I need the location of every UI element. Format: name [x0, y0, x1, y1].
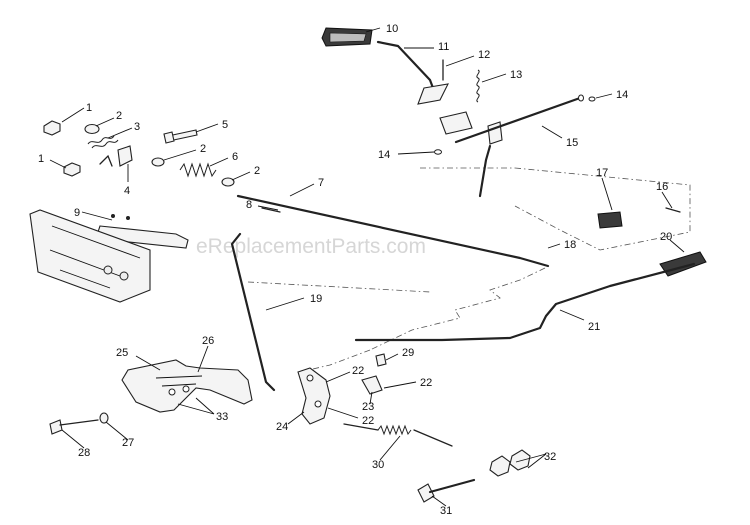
upper-lever-part [376, 40, 449, 105]
frame-plate [29, 209, 151, 303]
washer-2b [151, 157, 165, 167]
callout-32: 32 [544, 451, 556, 463]
callout-2c: 2 [254, 165, 260, 177]
pivot-bracket-part [439, 111, 503, 145]
callout-22c: 22 [362, 415, 374, 427]
callout-3: 3 [134, 121, 140, 133]
callout-labels: 1 2 3 5 1 2 6 2 4 9 10 11 12 13 14 14 15… [38, 23, 672, 517]
callout-2a: 2 [116, 110, 122, 122]
callout-7: 7 [318, 177, 324, 189]
switch-block-17 [597, 211, 623, 229]
shaft-part-15 [434, 94, 596, 155]
hook-link [99, 154, 113, 167]
bolt-16 [665, 207, 681, 213]
pivot-bolt-5 [163, 129, 198, 144]
callout-13: 13 [510, 69, 522, 81]
callout-23: 23 [362, 401, 374, 413]
callout-22b: 22 [420, 377, 432, 389]
callout-30: 30 [372, 459, 384, 471]
callout-9: 9 [74, 207, 80, 219]
callout-16: 16 [656, 181, 668, 193]
spring-30 [343, 423, 453, 447]
clip-29 [375, 353, 387, 367]
callout-27: 27 [122, 437, 134, 449]
link-rod-lower [478, 144, 492, 198]
bolt-28 [49, 419, 99, 435]
callout-31: 31 [440, 505, 452, 517]
hardware-nut-1a [43, 120, 61, 136]
callout-15: 15 [566, 137, 578, 149]
spring-6 [179, 162, 217, 178]
callout-14b: 14 [378, 149, 390, 161]
nut-32a [489, 455, 511, 477]
washer-27 [99, 412, 109, 424]
callout-20: 20 [660, 231, 672, 243]
pedal-pad-20 [659, 251, 707, 277]
callout-8: 8 [246, 199, 252, 211]
callout-14a: 14 [616, 89, 628, 101]
pivot-block-23 [361, 375, 383, 395]
callout-33: 33 [216, 411, 228, 423]
callout-21: 21 [588, 321, 600, 333]
callout-11: 11 [438, 41, 449, 53]
washer-14-right [588, 96, 596, 102]
callout-2b: 2 [200, 143, 206, 155]
callout-22a: 22 [352, 365, 364, 377]
clip-4 [117, 145, 133, 167]
phantom-frame-outline [247, 167, 691, 373]
watermark-text: eReplacementParts.com [196, 235, 426, 258]
link-rod-19 [230, 232, 276, 392]
callout-1b: 1 [38, 153, 44, 165]
callout-17: 17 [596, 167, 608, 179]
callout-6: 6 [232, 151, 238, 163]
leader-lines [49, 27, 685, 507]
bolt-31 [417, 478, 476, 503]
spring-part-13 [476, 69, 480, 103]
bracket-assembly-25 [121, 359, 253, 413]
hardware-nut-1b [63, 162, 81, 177]
callout-5: 5 [222, 119, 228, 131]
control-rod-21 [354, 262, 696, 342]
callout-4: 4 [124, 185, 130, 197]
callout-29: 29 [402, 347, 414, 359]
washer-14-left [434, 149, 442, 155]
pedal-pad-part [321, 27, 373, 47]
callout-28: 28 [78, 447, 90, 459]
callout-10: 10 [386, 23, 398, 35]
washer-2c [221, 177, 235, 187]
callout-25: 25 [116, 347, 128, 359]
callout-12: 12 [478, 49, 490, 61]
long-rod-7 [236, 194, 550, 268]
callout-19: 19 [310, 293, 322, 305]
callout-1a: 1 [86, 102, 92, 114]
nut-32b [509, 449, 531, 471]
rod-8 [261, 207, 281, 213]
callout-26: 26 [202, 335, 214, 347]
spring-3 [87, 135, 119, 149]
washer-2a [84, 123, 100, 135]
pivot-plate-24 [297, 367, 331, 425]
callout-24: 24 [276, 421, 288, 433]
callout-18: 18 [564, 239, 576, 251]
